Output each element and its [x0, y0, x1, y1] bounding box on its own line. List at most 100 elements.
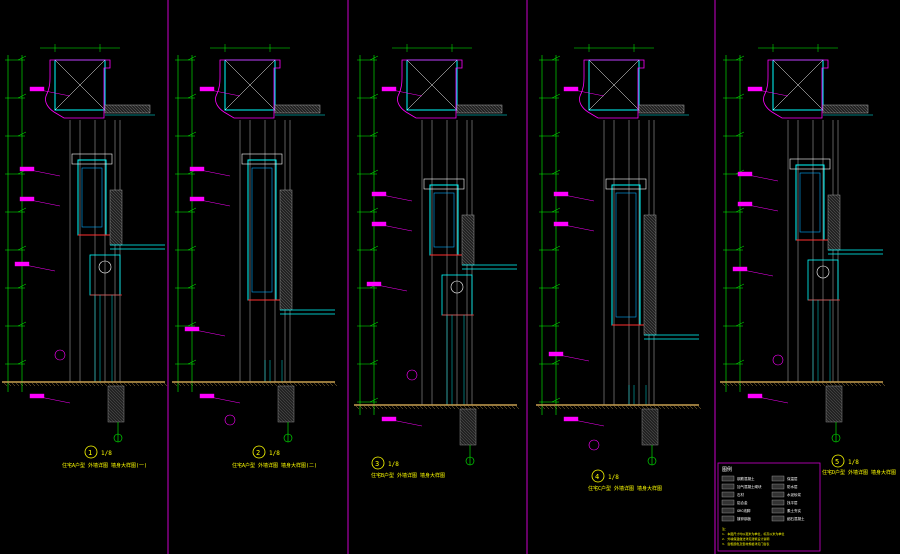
- leader-tag: [189, 166, 205, 172]
- hatch-line: [117, 104, 127, 114]
- ground-hatch: [733, 382, 738, 387]
- hatch-line: [461, 225, 475, 239]
- ground-hatch: [115, 382, 120, 387]
- hatch-line: [834, 385, 843, 394]
- ground-hatch: [47, 382, 52, 387]
- ground-hatch: [483, 405, 488, 410]
- dimension-tick: [551, 131, 561, 137]
- ground-hatch: [729, 382, 734, 387]
- panel-3-number: 3: [375, 460, 379, 468]
- hatch-line: [835, 104, 845, 114]
- hatch-line: [827, 195, 841, 209]
- hatch-line: [643, 307, 657, 321]
- ground-hatch: [329, 382, 334, 387]
- ground-hatch: [857, 382, 862, 387]
- hatch-line: [827, 216, 841, 230]
- hatch-line: [649, 214, 657, 222]
- ground-hatch: [91, 382, 96, 387]
- hatch-line: [109, 220, 123, 234]
- ground-hatch: [503, 405, 508, 410]
- hatch-line: [643, 253, 657, 267]
- wall-section-5: [720, 44, 886, 443]
- ground-hatch: [269, 382, 274, 387]
- hatch-line: [647, 408, 659, 420]
- hatch-line: [275, 104, 285, 114]
- hatch-line: [660, 104, 670, 114]
- ground-hatch: [355, 405, 360, 410]
- ground-hatch: [813, 382, 818, 387]
- ground-hatch: [177, 382, 182, 387]
- leader-line: [39, 89, 71, 97]
- hatch-line: [461, 255, 472, 266]
- hatch-line: [459, 414, 477, 432]
- hatch-line: [643, 220, 657, 234]
- ground-hatch: [135, 382, 140, 387]
- hatch-line: [461, 243, 475, 257]
- ground-hatch: [765, 382, 770, 387]
- hatch-line: [279, 222, 293, 236]
- ground-hatch: [657, 405, 662, 410]
- hatch-line: [109, 193, 123, 207]
- dimension-tick: [735, 321, 745, 327]
- hatch-line: [643, 226, 657, 240]
- ground-hatch: [55, 382, 60, 387]
- hatch-line: [461, 261, 466, 266]
- ground-hatch: [253, 382, 258, 387]
- leader-line: [24, 264, 56, 272]
- dimension-tick: [369, 397, 379, 403]
- dimension-tick: [369, 245, 379, 251]
- ground-hatch: [777, 382, 782, 387]
- ground-hatch: [697, 405, 702, 410]
- legend-note-0: 注：: [722, 526, 728, 531]
- legend-label: 细石混凝土: [787, 516, 805, 521]
- hatch-line: [496, 104, 503, 111]
- hatch-line: [829, 104, 839, 114]
- dimension-tick: [17, 131, 27, 137]
- hatch-fill: [825, 385, 843, 423]
- ground-hatch: [545, 405, 550, 410]
- ground-hatch: [629, 405, 634, 410]
- legend-swatch: [721, 491, 735, 498]
- dimension-tick: [551, 283, 561, 289]
- hatch-line: [282, 189, 293, 200]
- hatch-fill: [109, 189, 123, 246]
- hatch-line: [825, 394, 843, 412]
- ground-hatch: [415, 405, 420, 410]
- panel-3-scale: 1/8: [388, 461, 399, 468]
- leader-tag: [381, 86, 397, 92]
- hatch-line: [279, 198, 293, 212]
- ground-hatch: [641, 405, 646, 410]
- hatch-line: [641, 420, 659, 438]
- hatch-line: [120, 104, 130, 114]
- hatch-line: [279, 252, 293, 266]
- hatch-line: [281, 104, 291, 114]
- ground-hatch: [131, 382, 136, 387]
- hatch-line: [279, 267, 293, 281]
- hatch-line: [825, 418, 830, 423]
- hatch-line: [865, 104, 869, 108]
- hatch-line: [290, 104, 300, 114]
- hatch-line: [642, 104, 652, 114]
- hatch-line: [825, 406, 842, 423]
- hatch-line: [837, 385, 843, 391]
- hatch-line: [279, 288, 293, 302]
- hatch-line: [827, 213, 841, 227]
- ground-hatch: [557, 405, 562, 410]
- hatch-line: [104, 109, 109, 114]
- panel-5-title-block: 5 1/8 住宅D户型 外墙详图 墙身大样图: [822, 454, 896, 476]
- hatch-line: [107, 388, 125, 406]
- hatch-line: [274, 109, 279, 114]
- ground-hatch: [673, 405, 678, 410]
- ground-hatch: [217, 382, 222, 387]
- ground-hatch: [845, 382, 850, 387]
- legend-label: 加气混凝土砌块: [737, 484, 762, 489]
- legend-note-1: 1. 本图尺寸均以毫米为单位，标高以米为单位: [722, 531, 784, 536]
- hatch-line: [279, 207, 293, 221]
- hatch-line: [663, 104, 673, 114]
- leader-line: [563, 224, 595, 232]
- leader-line: [376, 284, 408, 292]
- ground-hatch: [7, 382, 12, 387]
- leader-tag: [737, 201, 753, 207]
- hatch-line: [825, 397, 843, 415]
